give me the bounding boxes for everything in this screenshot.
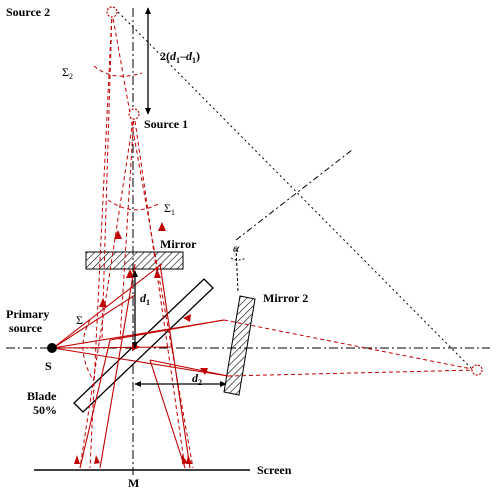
real-rays: [52, 263, 229, 469]
m-label: M: [128, 476, 139, 490]
mirror-label: Mirror: [160, 237, 197, 251]
source2-point: [106, 6, 118, 18]
source2-label: Source 2: [6, 5, 50, 19]
mirror2-image-point: [471, 364, 483, 376]
blade-label-line1: Blade: [27, 389, 57, 403]
construction-line: [117, 11, 475, 372]
alpha-reference-line: [235, 247, 239, 293]
mirror2-label: Mirror 2: [263, 291, 308, 305]
mirror-2: [223, 295, 256, 396]
d2-label: d2: [192, 371, 202, 387]
sigma-label: Σ: [76, 313, 83, 327]
source1-label: Source 1: [144, 117, 188, 131]
blade-label-line2: 50%: [33, 403, 57, 417]
ray-arrows: [74, 222, 208, 464]
sigma1-label: Σ1: [164, 201, 175, 217]
separation-label: 2(d1–d1): [160, 49, 200, 65]
source1-point: [128, 108, 140, 120]
wavefront-sigma2: [93, 65, 143, 77]
wavefront-sigma: [82, 319, 93, 379]
primary-source-point: [47, 343, 57, 353]
virtual-rays: [79, 11, 478, 469]
d1-label: d1: [140, 291, 150, 307]
alpha-label: α: [233, 241, 240, 255]
primary-source-label-line1: Primary: [6, 307, 49, 321]
mirror2-normal-line: [235, 149, 353, 241]
blade-beamsplitter: [73, 278, 214, 413]
primary-source-label-line2: source: [9, 321, 43, 335]
s-label: S: [45, 359, 52, 373]
sigma2-label: Σ2: [62, 65, 73, 81]
screen-label: Screen: [257, 463, 292, 477]
alpha-arc: [230, 257, 247, 261]
wavefront-sigma1: [107, 199, 161, 211]
